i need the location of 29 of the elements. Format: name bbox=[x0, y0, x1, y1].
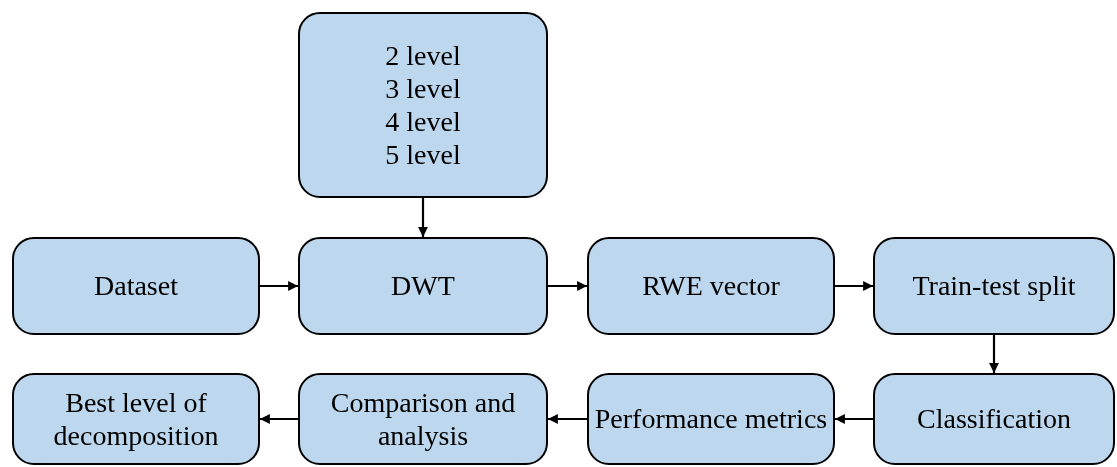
process-box bbox=[587, 237, 835, 335]
arrow bbox=[548, 414, 587, 424]
arrow bbox=[835, 281, 873, 291]
arrow bbox=[418, 198, 428, 237]
process-box bbox=[873, 237, 1115, 335]
arrow bbox=[260, 281, 298, 291]
box-label: Classification bbox=[917, 402, 1071, 436]
box-label: 2 level bbox=[385, 38, 461, 72]
box-label: DWT bbox=[391, 269, 455, 303]
box-label: Train-test split bbox=[912, 269, 1076, 303]
box-label: Dataset bbox=[94, 269, 178, 303]
box-label: 3 level bbox=[385, 71, 461, 105]
arrow bbox=[548, 281, 587, 291]
box-label: Best level of decomposition bbox=[52, 385, 220, 453]
process-box bbox=[587, 373, 835, 465]
arrow bbox=[260, 414, 298, 424]
process-box bbox=[873, 373, 1115, 465]
box-label: 5 level bbox=[385, 138, 461, 172]
box-label: RWE vector bbox=[642, 269, 780, 303]
box-label: 4 level bbox=[385, 105, 461, 139]
process-box bbox=[12, 237, 260, 335]
arrow bbox=[989, 335, 999, 373]
process-box bbox=[298, 237, 548, 335]
process-box bbox=[298, 373, 548, 465]
box-label: Comparison and analysis bbox=[329, 385, 517, 453]
box-label: Performance metrics bbox=[594, 402, 828, 436]
process-box bbox=[12, 373, 260, 465]
process-box bbox=[298, 12, 548, 198]
arrow bbox=[835, 414, 873, 424]
